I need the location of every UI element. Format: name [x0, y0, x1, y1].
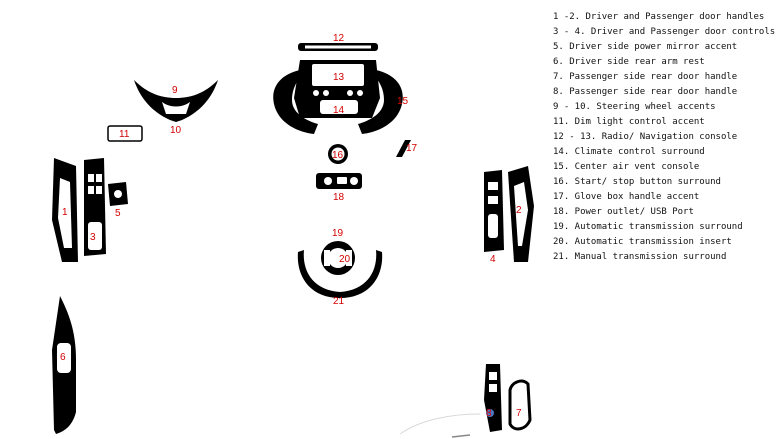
label-1: 1 — [62, 207, 68, 218]
part-1-cutout — [58, 178, 72, 248]
part-driver-door-controls — [84, 158, 106, 256]
label-9: 9 — [172, 85, 178, 96]
label-5: 5 — [115, 208, 121, 219]
legend-item: 14. Climate control surround — [553, 147, 705, 157]
legend-item: 18. Power outlet/ USB Port — [553, 207, 694, 217]
legend-item: 19. Automatic transmission surround — [553, 222, 743, 232]
part-steering-wheel-accent — [134, 80, 218, 122]
part-dim-light-accent — [107, 125, 143, 142]
label-20: 20 — [339, 254, 351, 265]
part-passenger-door-controls — [484, 170, 504, 252]
part-6-cutout — [57, 343, 71, 373]
legend-item: 5. Driver side power mirror accent — [553, 42, 738, 52]
part-radio-top-trim — [298, 43, 378, 51]
legend-item: 20. Automatic transmission insert — [553, 237, 732, 247]
part-power-outlet-trim — [316, 173, 362, 189]
legend-item: 3 - 4. Driver and Passenger door control… — [553, 27, 775, 37]
part-passenger-rear-door-handle-7 — [508, 379, 532, 431]
watermark-curve — [399, 413, 481, 435]
label-10: 10 — [170, 125, 182, 136]
label-8: 8 — [486, 408, 492, 419]
label-6: 6 — [60, 352, 66, 363]
part-mirror-accent — [108, 182, 128, 206]
label-2: 2 — [516, 205, 522, 216]
legend-item: 15. Center air vent console — [553, 162, 700, 172]
legend-item: 17. Glove box handle accent — [553, 192, 700, 202]
label-16: 16 — [332, 150, 344, 161]
part-center-console — [273, 60, 403, 134]
label-21: 21 — [333, 296, 345, 307]
label-15: 15 — [397, 96, 409, 107]
label-12: 12 — [333, 33, 345, 44]
part-auto-transmission-surround — [321, 241, 355, 275]
legend-item: 21. Manual transmission surround — [553, 252, 727, 262]
part-glove-box-accent — [396, 140, 411, 157]
label-7: 7 — [516, 408, 522, 419]
label-19: 19 — [332, 228, 344, 239]
legend-item: 6. Driver side rear arm rest — [553, 57, 705, 67]
label-3: 3 — [90, 232, 96, 243]
part-2-cutout — [514, 182, 528, 246]
part-start-stop-ring — [328, 144, 348, 164]
legend-item: 16. Start/ stop button surround — [553, 177, 721, 187]
watermark-mark — [451, 434, 471, 438]
label-4: 4 — [490, 254, 496, 265]
legend-item: 8. Passenger side rear door handle — [553, 87, 738, 97]
label-13: 13 — [333, 72, 345, 83]
part-passenger-rear-door-handle-8 — [484, 364, 502, 432]
legend-item: 9 - 10. Steering wheel accents — [553, 102, 716, 112]
legend-item: 7. Passenger side rear door handle — [553, 72, 738, 82]
legend-item: 1 -2. Driver and Passenger door handles — [553, 12, 765, 22]
parts-legend: 1 -2. Driver and Passenger door handles … — [553, 10, 775, 265]
label-17: 17 — [406, 143, 418, 154]
label-11: 11 — [119, 129, 130, 140]
label-18: 18 — [333, 192, 345, 203]
label-14: 14 — [333, 105, 345, 116]
legend-item: 12 - 13. Radio/ Navigation console — [553, 132, 738, 142]
part-manual-transmission-surround — [297, 250, 383, 298]
legend-item: 11. Dim light control accent — [553, 117, 705, 127]
